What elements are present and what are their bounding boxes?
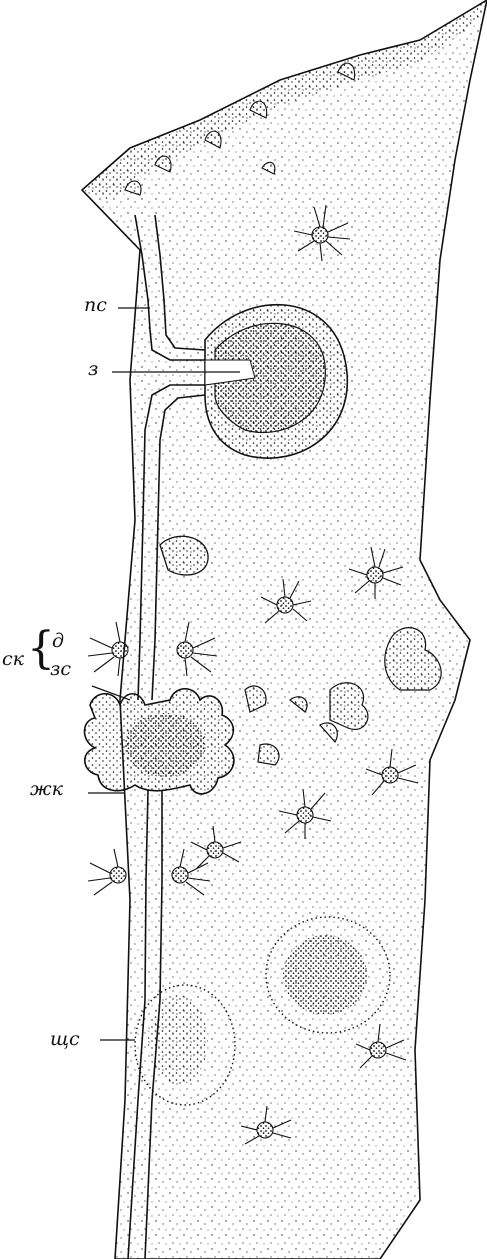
label-ps: пс <box>84 296 107 315</box>
label-d: д <box>52 632 64 651</box>
label-zhk: жк <box>30 780 63 799</box>
tissue-outline <box>82 0 487 1259</box>
round-gland <box>205 305 347 458</box>
duct-bud <box>160 536 208 575</box>
label-zs: зс <box>50 660 71 679</box>
label-sk: ск <box>2 650 24 669</box>
label-z: з <box>88 360 98 379</box>
lobed-gland-core <box>125 713 205 777</box>
label-shchs: щс <box>50 1030 80 1049</box>
